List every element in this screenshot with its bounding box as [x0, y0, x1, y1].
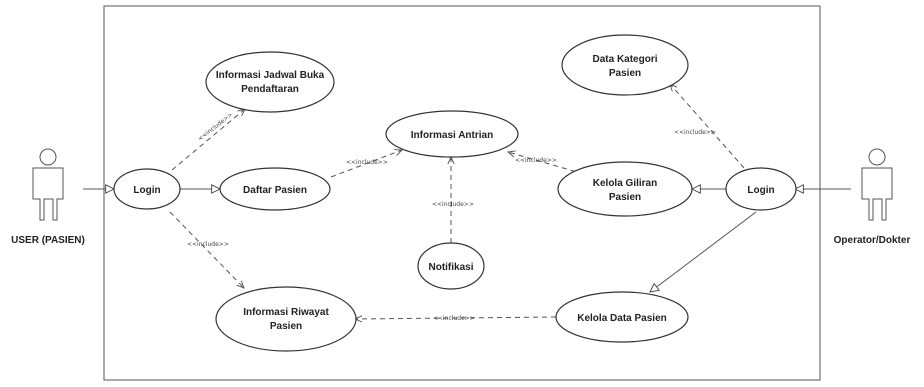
include-label: <<include>>	[432, 201, 474, 208]
usecase-label-daftar-pasien: Daftar Pasien	[243, 185, 307, 196]
usecases	[113, 34, 797, 352]
include-login-kategori	[670, 84, 745, 169]
usecase-info-antrian[interactable]	[385, 110, 519, 158]
actor-operator-label: Operator/Dokter	[834, 235, 911, 246]
usecase-label-kelola-giliran-1: Kelola Giliran	[593, 178, 657, 189]
usecase-label-info-antrian: Informasi Antrian	[411, 130, 493, 141]
usecase-info-riwayat[interactable]	[215, 286, 357, 352]
usecase-label-info-riwayat-2: Pasien	[270, 321, 302, 332]
usecase-label-data-kategori-1: Data Kategori	[592, 54, 657, 65]
usecase-info-jadwal[interactable]	[205, 51, 335, 113]
include-label: <<include>>	[197, 111, 234, 142]
include-login-jadwal	[171, 109, 245, 171]
usecase-label-info-jadwal-1: Informasi Jadwal Buka	[216, 70, 325, 81]
usecase-login-user[interactable]	[113, 168, 181, 210]
actor-operator[interactable]: Operator/Dokter	[834, 148, 911, 246]
include-kelola-data-riwayat	[355, 317, 557, 319]
include-label: <<include>>	[433, 315, 475, 322]
link-login-kelola-data	[650, 211, 757, 292]
include-label: <<include>>	[515, 157, 557, 164]
actor-icon	[861, 148, 893, 221]
include-label: <<include>>	[187, 241, 229, 248]
usecase-label-info-jadwal-2: Pendaftaran	[241, 84, 299, 95]
usecase-label-data-kategori-2: Pasien	[609, 68, 641, 79]
actor-icon	[32, 148, 64, 221]
usecase-kelola-data[interactable]	[555, 291, 689, 343]
include-giliran-antrian	[508, 152, 585, 175]
connectors	[83, 84, 851, 319]
include-label: <<include>>	[346, 159, 388, 166]
usecase-labels: Login Informasi Jadwal Buka Pendaftaran …	[133, 54, 774, 332]
usecase-label-login-operator: Login	[747, 185, 774, 196]
usecase-notifikasi[interactable]	[417, 242, 485, 290]
usecase-data-kategori[interactable]	[561, 34, 689, 96]
usecase-label-kelola-data: Kelola Data Pasien	[577, 313, 666, 324]
include-daftar-antrian	[330, 150, 402, 178]
include-label: <<include>>	[674, 129, 716, 136]
usecase-label-info-riwayat-1: Informasi Riwayat	[243, 307, 329, 318]
system-boundary	[103, 5, 821, 381]
actor-user-label: USER (PASIEN)	[11, 235, 85, 246]
usecase-label-notifikasi: Notifikasi	[428, 262, 473, 273]
usecase-daftar-pasien[interactable]	[219, 167, 331, 211]
actor-user[interactable]: USER (PASIEN)	[11, 148, 85, 246]
usecase-label-kelola-giliran-2: Pasien	[609, 192, 641, 203]
usecase-kelola-giliran[interactable]	[557, 161, 693, 217]
include-login-riwayat	[169, 211, 244, 288]
usecase-label-login-user: Login	[133, 185, 160, 196]
usecase-login-operator[interactable]	[725, 167, 797, 211]
